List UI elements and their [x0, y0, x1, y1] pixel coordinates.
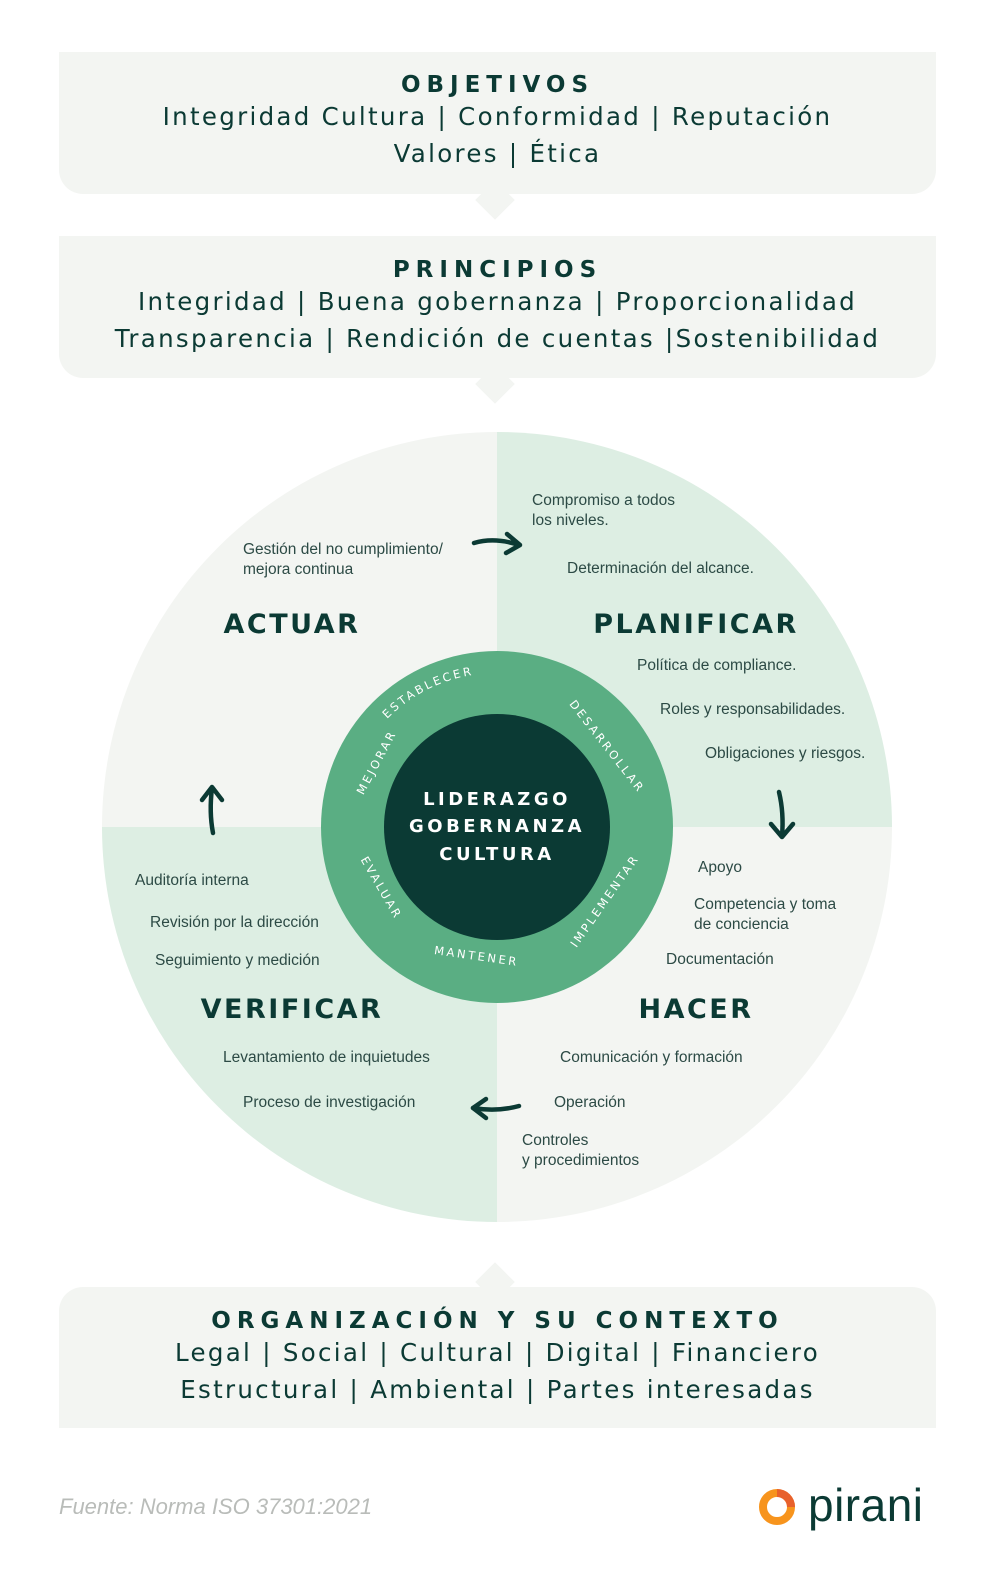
objectives-title: OBJETIVOS: [400, 72, 595, 98]
curved-arrow-icon: [470, 1096, 522, 1121]
actuar-note-1: Gestión del no cumplimiento/: [243, 541, 444, 558]
verificar-note-3: Seguimiento y medición: [155, 952, 320, 969]
pirani-logo: pirani: [758, 1479, 938, 1536]
hacer-note-1: Apoyo: [698, 859, 742, 876]
planificar-note-1: Compromiso a todos: [532, 492, 675, 509]
objectives-line-2: Valores | Ética: [393, 139, 602, 168]
principles-line-1: Integridad | Buena gobernanza | Proporci…: [137, 287, 857, 316]
hacer-note-4: Documentación: [666, 951, 774, 968]
core-line-1: LIDERAZGO: [423, 789, 571, 810]
hacer-note-7: Controles: [522, 1132, 589, 1149]
organization-line-2: Estructural | Ambiental | Partes interes…: [180, 1375, 815, 1404]
planificar-note-3: Determinación del alcance.: [567, 560, 754, 577]
principles-line-2: Transparencia | Rendición de cuentas |So…: [114, 324, 881, 353]
objectives-line-1: Integridad Cultura | Conformidad | Reput…: [162, 102, 833, 131]
curved-arrow-icon: [471, 531, 523, 556]
organization-title: ORGANIZACIÓN Y SU CONTEXTO: [211, 1308, 784, 1334]
quadrant-title-hacer: HACER: [638, 994, 753, 1025]
principles-box: PRINCIPIOS Integridad | Buena gobernanza…: [59, 236, 936, 378]
objectives-box: OBJETIVOS Integridad Cultura | Conformid…: [59, 52, 936, 194]
curved-arrow-icon: [768, 789, 796, 840]
hacer-note-5: Comunicación y formación: [560, 1049, 743, 1066]
hacer-note-2: Competencia y toma: [694, 896, 837, 913]
quadrant-title-actuar: ACTUAR: [224, 609, 361, 640]
hacer-note-3: de conciencia: [694, 916, 789, 933]
core-line-2: GOBERNANZA: [409, 816, 585, 837]
principles-title: PRINCIPIOS: [392, 257, 603, 283]
pirani-mark-icon: [759, 1489, 795, 1525]
core-circle: [384, 714, 610, 940]
actuar-note-2: mejora continua: [243, 561, 354, 578]
verificar-note-1: Auditoría interna: [135, 872, 249, 889]
verificar-note-5: Proceso de investigación: [243, 1094, 415, 1111]
quadrant-title-planificar: PLANIFICAR: [593, 609, 799, 640]
hacer-note-6: Operación: [554, 1094, 626, 1111]
organization-box: ORGANIZACIÓN Y SU CONTEXTO Legal | Socia…: [59, 1287, 936, 1428]
source-citation: Fuente: Norma ISO 37301:2021: [59, 1494, 373, 1519]
quadrant-title-verificar: VERIFICAR: [201, 994, 384, 1025]
planificar-note-2: los niveles.: [532, 512, 609, 529]
verificar-note-2: Revisión por la dirección: [150, 914, 319, 931]
core-line-3: CULTURA: [439, 844, 555, 865]
planificar-note-6: Obligaciones y riesgos.: [705, 745, 865, 762]
organization-line-1: Legal | Social | Cultural | Digital | Fi…: [174, 1338, 820, 1367]
planificar-note-4: Política de compliance.: [637, 657, 796, 674]
planificar-note-5: Roles y responsabilidades.: [660, 701, 845, 718]
verificar-note-4: Levantamiento de inquietudes: [223, 1049, 430, 1066]
pirani-wordmark: pirani: [808, 1479, 924, 1531]
curved-arrow-icon: [199, 784, 225, 836]
hacer-note-8: y procedimientos: [522, 1152, 639, 1169]
